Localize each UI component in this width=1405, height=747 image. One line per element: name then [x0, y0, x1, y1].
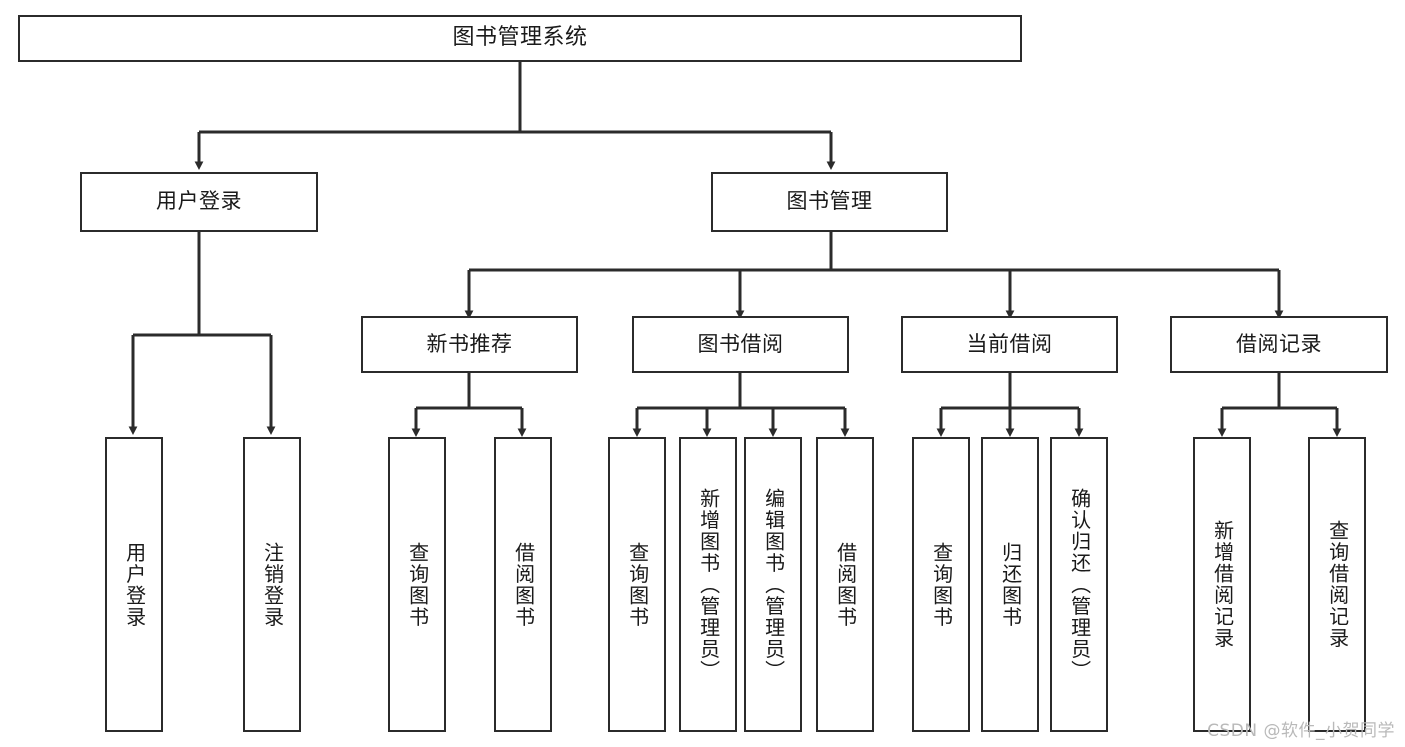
node-root-book-management-system[interactable]: 图书管理系统	[18, 15, 1022, 62]
node-label: 当前借阅	[966, 331, 1053, 356]
leaf-new-book-query-book[interactable]: 查询图书	[388, 437, 446, 732]
node-label: 注销登录	[260, 541, 285, 628]
leaf-book-borrow-borrow-book[interactable]: 借阅图书	[816, 437, 874, 732]
node-borrow-record[interactable]: 借阅记录	[1170, 316, 1388, 373]
node-label: 查询图书	[929, 541, 954, 628]
leaf-borrow-record-add-record[interactable]: 新增借阅记录	[1193, 437, 1251, 732]
node-label: 新增图书（管理员）	[696, 487, 721, 682]
node-label: 归还图书	[998, 541, 1023, 628]
node-label: 借阅图书	[511, 541, 536, 628]
node-new-book-recommend[interactable]: 新书推荐	[361, 316, 578, 373]
leaf-borrow-record-query-record[interactable]: 查询借阅记录	[1308, 437, 1366, 732]
leaf-new-book-borrow-book[interactable]: 借阅图书	[494, 437, 552, 732]
leaf-book-borrow-query-book[interactable]: 查询图书	[608, 437, 666, 732]
leaf-book-borrow-add-book-admin[interactable]: 新增图书（管理员）	[679, 437, 737, 732]
node-label: 查询借阅记录	[1325, 520, 1350, 649]
leaf-user-login-logout[interactable]: 注销登录	[243, 437, 301, 732]
node-user-login[interactable]: 用户登录	[80, 172, 318, 232]
node-label: 用户登录	[156, 189, 242, 214]
node-current-borrow[interactable]: 当前借阅	[901, 316, 1118, 373]
leaf-book-borrow-edit-book-admin[interactable]: 编辑图书（管理员）	[744, 437, 802, 732]
node-label: 图书借阅	[697, 331, 784, 356]
node-label: 用户登录	[122, 541, 147, 628]
watermark-text: CSDN @软件_小贺同学	[1207, 721, 1395, 741]
node-label: 图书管理系统	[452, 25, 588, 51]
leaf-current-borrow-confirm-return-admin[interactable]: 确认归还（管理员）	[1050, 437, 1108, 732]
node-label: 借阅图书	[833, 541, 858, 628]
node-label: 新增借阅记录	[1210, 520, 1235, 649]
node-label: 编辑图书（管理员）	[761, 487, 786, 682]
node-label: 图书管理	[786, 189, 873, 214]
leaf-current-borrow-query-book[interactable]: 查询图书	[912, 437, 970, 732]
node-label: 查询图书	[405, 541, 430, 628]
node-label: 新书推荐	[426, 331, 513, 356]
node-label: 借阅记录	[1236, 331, 1322, 356]
node-book-management[interactable]: 图书管理	[711, 172, 948, 232]
leaf-user-login-login[interactable]: 用户登录	[105, 437, 163, 732]
leaf-current-borrow-return-book[interactable]: 归还图书	[981, 437, 1039, 732]
node-label: 查询图书	[625, 541, 650, 628]
node-label: 确认归还（管理员）	[1067, 487, 1092, 682]
node-book-borrow[interactable]: 图书借阅	[632, 316, 849, 373]
